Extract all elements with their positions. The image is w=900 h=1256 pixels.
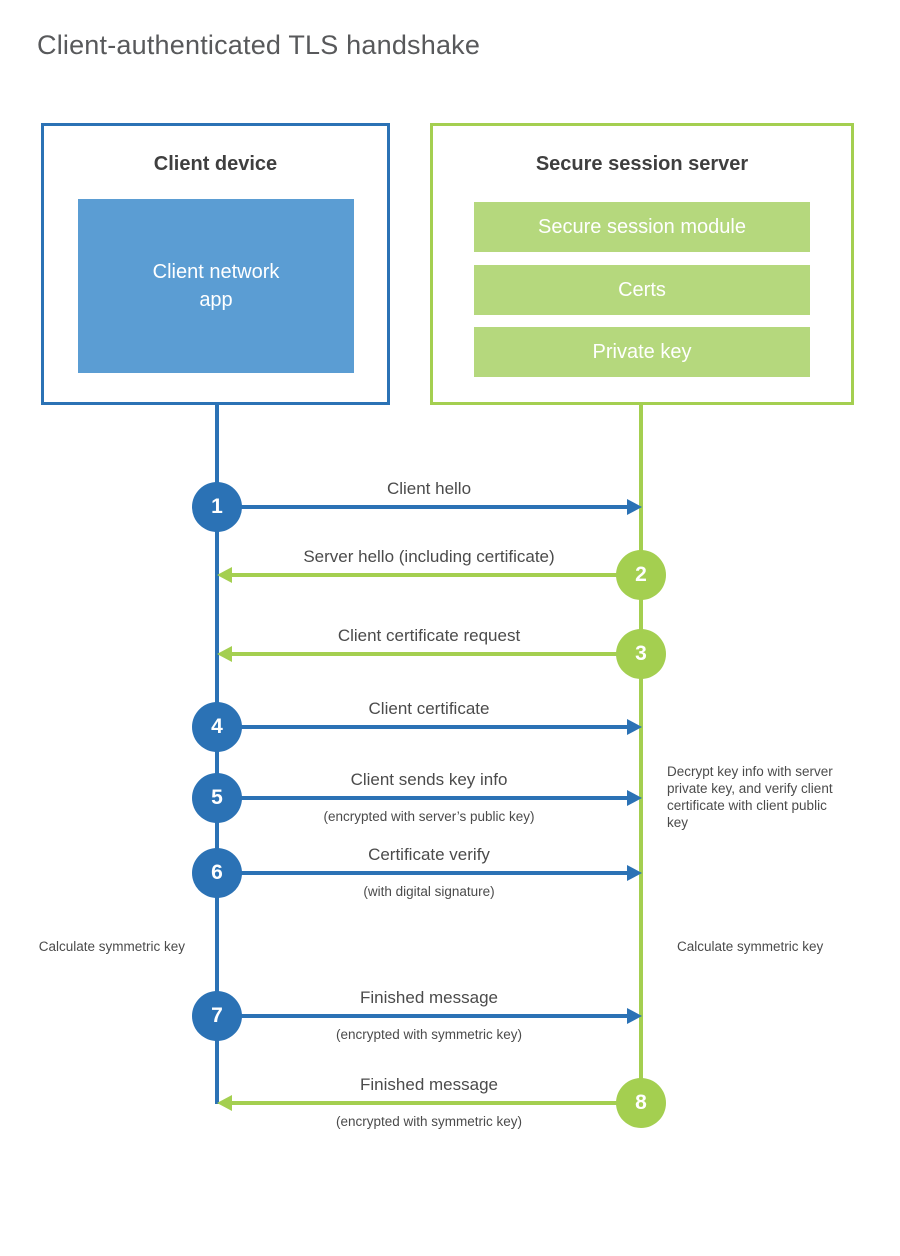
message-arrow xyxy=(217,505,629,509)
server-private-key-bar: Private key xyxy=(474,327,810,377)
message-label: Client certificate xyxy=(368,699,490,718)
message-arrow xyxy=(229,1101,641,1105)
message-label: Client hello xyxy=(386,479,472,498)
page-title: Client-authenticated TLS handshake xyxy=(37,30,481,60)
step-circle: 2 xyxy=(616,550,666,600)
client-device-title: Client device xyxy=(153,153,278,175)
step-circle: 3 xyxy=(616,629,666,679)
message-arrow xyxy=(217,1014,629,1018)
step-circle: 6 xyxy=(192,848,242,898)
message-label: Finished message xyxy=(360,1075,498,1094)
arrowhead-right-icon xyxy=(627,719,642,735)
message-arrow xyxy=(217,725,629,729)
decrypt-note: Decrypt key info with server private key… xyxy=(667,764,833,830)
message-sublabel: (with digital signature) xyxy=(363,884,495,899)
message-label: Client certificate request xyxy=(337,626,521,645)
arrowhead-left-icon xyxy=(217,1095,232,1111)
client-device-box: Client device Client network app xyxy=(41,123,390,405)
message-label: Server hello (including certificate) xyxy=(303,547,555,566)
message-sublabel: (encrypted with symmetric key) xyxy=(335,1114,523,1129)
step-circle: 1 xyxy=(192,482,242,532)
arrowhead-right-icon xyxy=(627,499,642,515)
step-circle: 8 xyxy=(616,1078,666,1128)
secure-session-server-box: Secure session server Secure session mod… xyxy=(430,123,854,405)
arrowhead-left-icon xyxy=(217,567,232,583)
message-sublabel: (encrypted with server’s public key) xyxy=(323,809,535,824)
client-network-app-box: Client network app xyxy=(78,199,354,373)
step-circle: 5 xyxy=(192,773,242,823)
message-label: Client sends key info xyxy=(350,770,508,789)
arrowhead-left-icon xyxy=(217,646,232,662)
server-lifeline xyxy=(639,404,643,1104)
step-circle: 4 xyxy=(192,702,242,752)
message-arrow xyxy=(229,652,641,656)
message-arrow xyxy=(217,796,629,800)
server-title: Secure session server xyxy=(535,153,749,175)
server-module-bar: Secure session module xyxy=(474,202,810,252)
arrowhead-right-icon xyxy=(627,1008,642,1024)
client-lifeline xyxy=(215,404,219,1104)
message-arrow xyxy=(229,573,641,577)
message-sublabel: (encrypted with symmetric key) xyxy=(335,1027,523,1042)
calculate-symmetric-key-client: Calculate symmetric key xyxy=(38,939,185,954)
message-arrow xyxy=(217,871,629,875)
arrowhead-right-icon xyxy=(627,865,642,881)
arrowhead-right-icon xyxy=(627,790,642,806)
message-label: Finished message xyxy=(360,988,498,1007)
server-certs-bar: Certs xyxy=(474,265,810,315)
step-circle: 7 xyxy=(192,991,242,1041)
calculate-symmetric-key-server: Calculate symmetric key xyxy=(677,939,824,954)
message-label: Certificate verify xyxy=(368,845,490,864)
